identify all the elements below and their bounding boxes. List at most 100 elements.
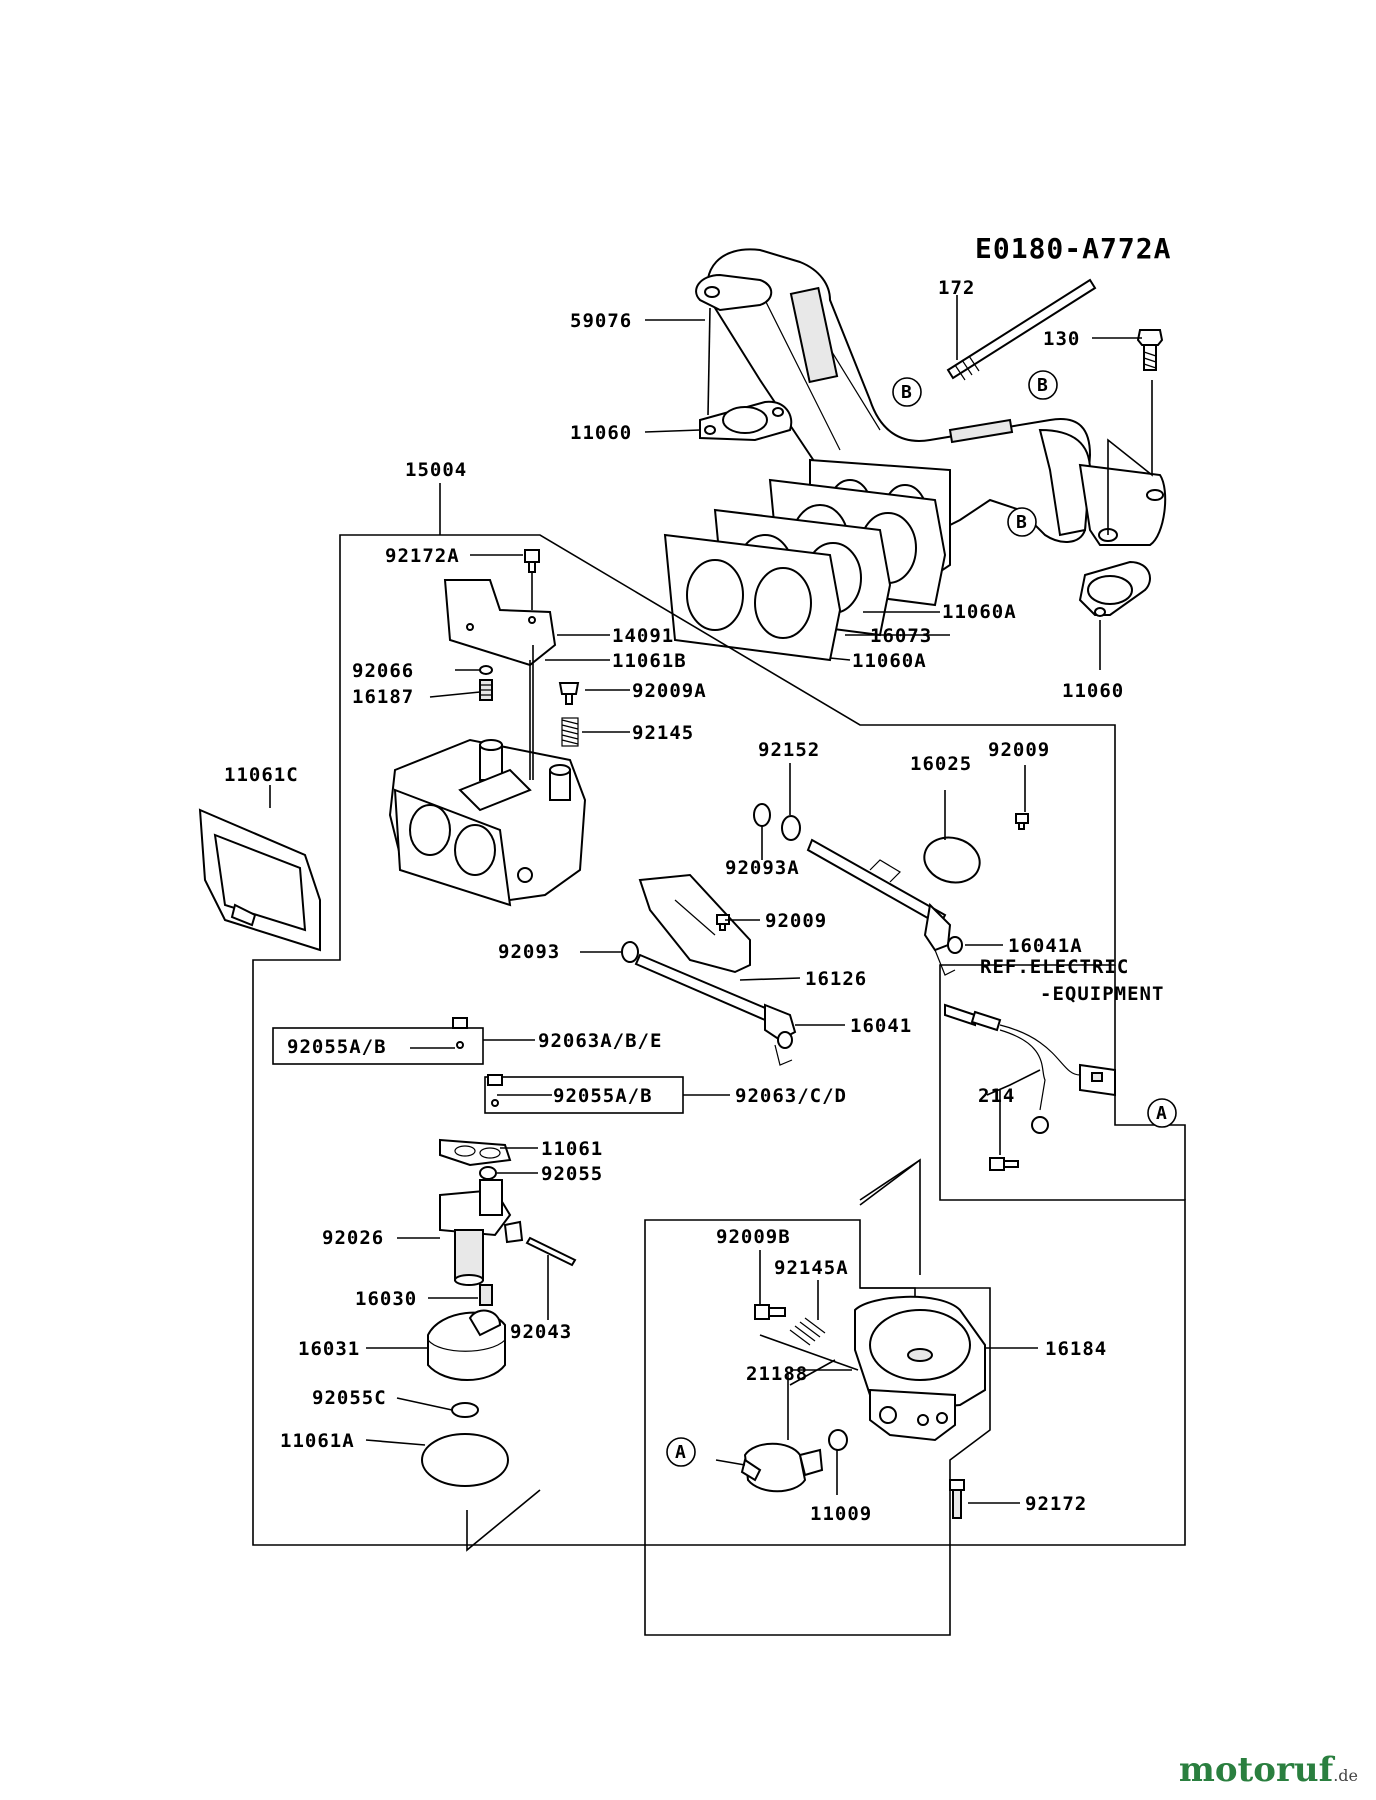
label-92063ABE: 92063A/B/E <box>538 1030 662 1052</box>
label-92063CD: 92063/C/D <box>735 1085 847 1107</box>
label-92009-a: 92009 <box>988 739 1050 761</box>
oring-11061A <box>421 1433 509 1487</box>
jet-92063CD <box>487 1074 503 1107</box>
label-16030: 16030 <box>355 1288 417 1310</box>
label-92009-b: 92009 <box>765 910 827 932</box>
label-92093A: 92093A <box>725 857 800 879</box>
oring-92055 <box>479 1166 497 1180</box>
washer-92152 <box>781 815 801 841</box>
callout-B-3: B <box>1007 507 1037 537</box>
label-92009A: 92009A <box>632 680 707 702</box>
carburetor-body <box>388 738 587 907</box>
label-11009: 11009 <box>810 1503 872 1525</box>
screw-92009B <box>754 1304 786 1320</box>
cover-16184 <box>854 1295 986 1442</box>
svg-text:A: A <box>675 1442 686 1463</box>
label-15004: 15004 <box>405 459 467 481</box>
screw-214 <box>989 1157 1019 1171</box>
gasket-11061C <box>198 808 321 952</box>
label-92055AB-2: 92055A/B <box>553 1085 653 1107</box>
label-92055AB-1: 92055A/B <box>287 1036 387 1058</box>
svg-text:B: B <box>1037 375 1048 396</box>
label-16041A: 16041A <box>1008 935 1083 957</box>
leader-lines <box>269 295 1153 1504</box>
label-16184: 16184 <box>1045 1338 1107 1360</box>
label-92152: 92152 <box>758 739 820 761</box>
pin-92043 <box>525 1236 577 1267</box>
label-ref-electric-2: -EQUIPMENT <box>1040 983 1164 1005</box>
label-21188: 21188 <box>746 1363 808 1385</box>
gasket-stack <box>663 478 947 662</box>
callout-B-2: B <box>1028 370 1058 400</box>
jet-16187 <box>479 679 493 701</box>
label-92009B: 92009B <box>716 1226 791 1248</box>
label-11060-right: 11060 <box>1062 680 1124 702</box>
label-11060A-1: 11060A <box>942 601 1017 623</box>
stud-172 <box>946 278 1097 381</box>
label-11061A: 11061A <box>280 1430 355 1452</box>
jet-16030 <box>479 1284 493 1306</box>
plate-16126 <box>638 873 751 974</box>
part-labels: 59076 172 130 11060 11060 15004 92172A 1… <box>224 277 1164 1525</box>
screw-92009-upper <box>1015 813 1029 830</box>
watermark-logo: motoruf.de <box>1178 1750 1358 1790</box>
shaft-16041 <box>634 953 797 1066</box>
label-172: 172 <box>938 277 975 299</box>
label-16041: 16041 <box>850 1015 912 1037</box>
label-ref-electric-1: REF.ELECTRIC <box>980 956 1129 978</box>
label-11061C: 11061C <box>224 764 299 786</box>
label-11061B: 11061B <box>612 650 687 672</box>
label-92026: 92026 <box>322 1227 384 1249</box>
washer-11009 <box>828 1429 848 1451</box>
electric-harness <box>944 1003 1116 1134</box>
screw-92172A <box>524 549 540 573</box>
throttle-plate-16025 <box>923 836 981 884</box>
shaft-16041A <box>806 838 963 976</box>
svg-text:B: B <box>901 382 912 403</box>
callout-B-1: B <box>892 377 922 407</box>
spring-92145A <box>789 1317 826 1346</box>
label-92093: 92093 <box>498 941 560 963</box>
label-16126: 16126 <box>805 968 867 990</box>
label-92043: 92043 <box>510 1321 572 1343</box>
carburetor-assembly-boundary <box>252 534 1186 1546</box>
solenoid-21188 <box>740 1442 824 1493</box>
oring-92066 <box>479 665 493 675</box>
svg-text:B: B <box>1016 512 1027 533</box>
box-92055AB-1 <box>272 1027 484 1065</box>
screw-92009A <box>558 682 580 705</box>
bowl-cut-line <box>466 1489 541 1552</box>
callout-A-2: A <box>666 1437 696 1467</box>
label-92172: 92172 <box>1025 1493 1087 1515</box>
jet-92063ABE <box>452 1017 468 1049</box>
bolt-92172 <box>949 1479 965 1519</box>
label-92145: 92145 <box>632 722 694 744</box>
label-11060A-2: 11060A <box>852 650 927 672</box>
gasket-11061 <box>439 1138 512 1167</box>
float-16031 <box>427 1309 506 1381</box>
label-59076: 59076 <box>570 310 632 332</box>
washer-92093 <box>621 941 639 963</box>
choke-assembly-box <box>644 1219 991 1636</box>
svg-text:A: A <box>1156 1103 1167 1124</box>
bolt-130 <box>1136 329 1164 371</box>
label-11061: 11061 <box>541 1138 603 1160</box>
label-11060-top: 11060 <box>570 422 632 444</box>
spring-92145 <box>561 717 579 747</box>
label-16025: 16025 <box>910 753 972 775</box>
electric-box <box>1114 965 1186 1200</box>
label-16187: 16187 <box>352 686 414 708</box>
label-16031: 16031 <box>298 1338 360 1360</box>
label-130: 130 <box>1043 328 1080 350</box>
plate-14091 <box>443 579 557 667</box>
label-92145A: 92145A <box>774 1257 849 1279</box>
callout-A-1: A <box>1147 1098 1177 1128</box>
label-92172A: 92172A <box>385 545 460 567</box>
label-92055C: 92055C <box>312 1387 387 1409</box>
label-92066: 92066 <box>352 660 414 682</box>
diagram-code: E0180-A772A <box>975 232 1171 265</box>
label-16073: 16073 <box>870 625 932 647</box>
label-92055: 92055 <box>541 1163 603 1185</box>
nozzle-92026 <box>439 1179 524 1286</box>
